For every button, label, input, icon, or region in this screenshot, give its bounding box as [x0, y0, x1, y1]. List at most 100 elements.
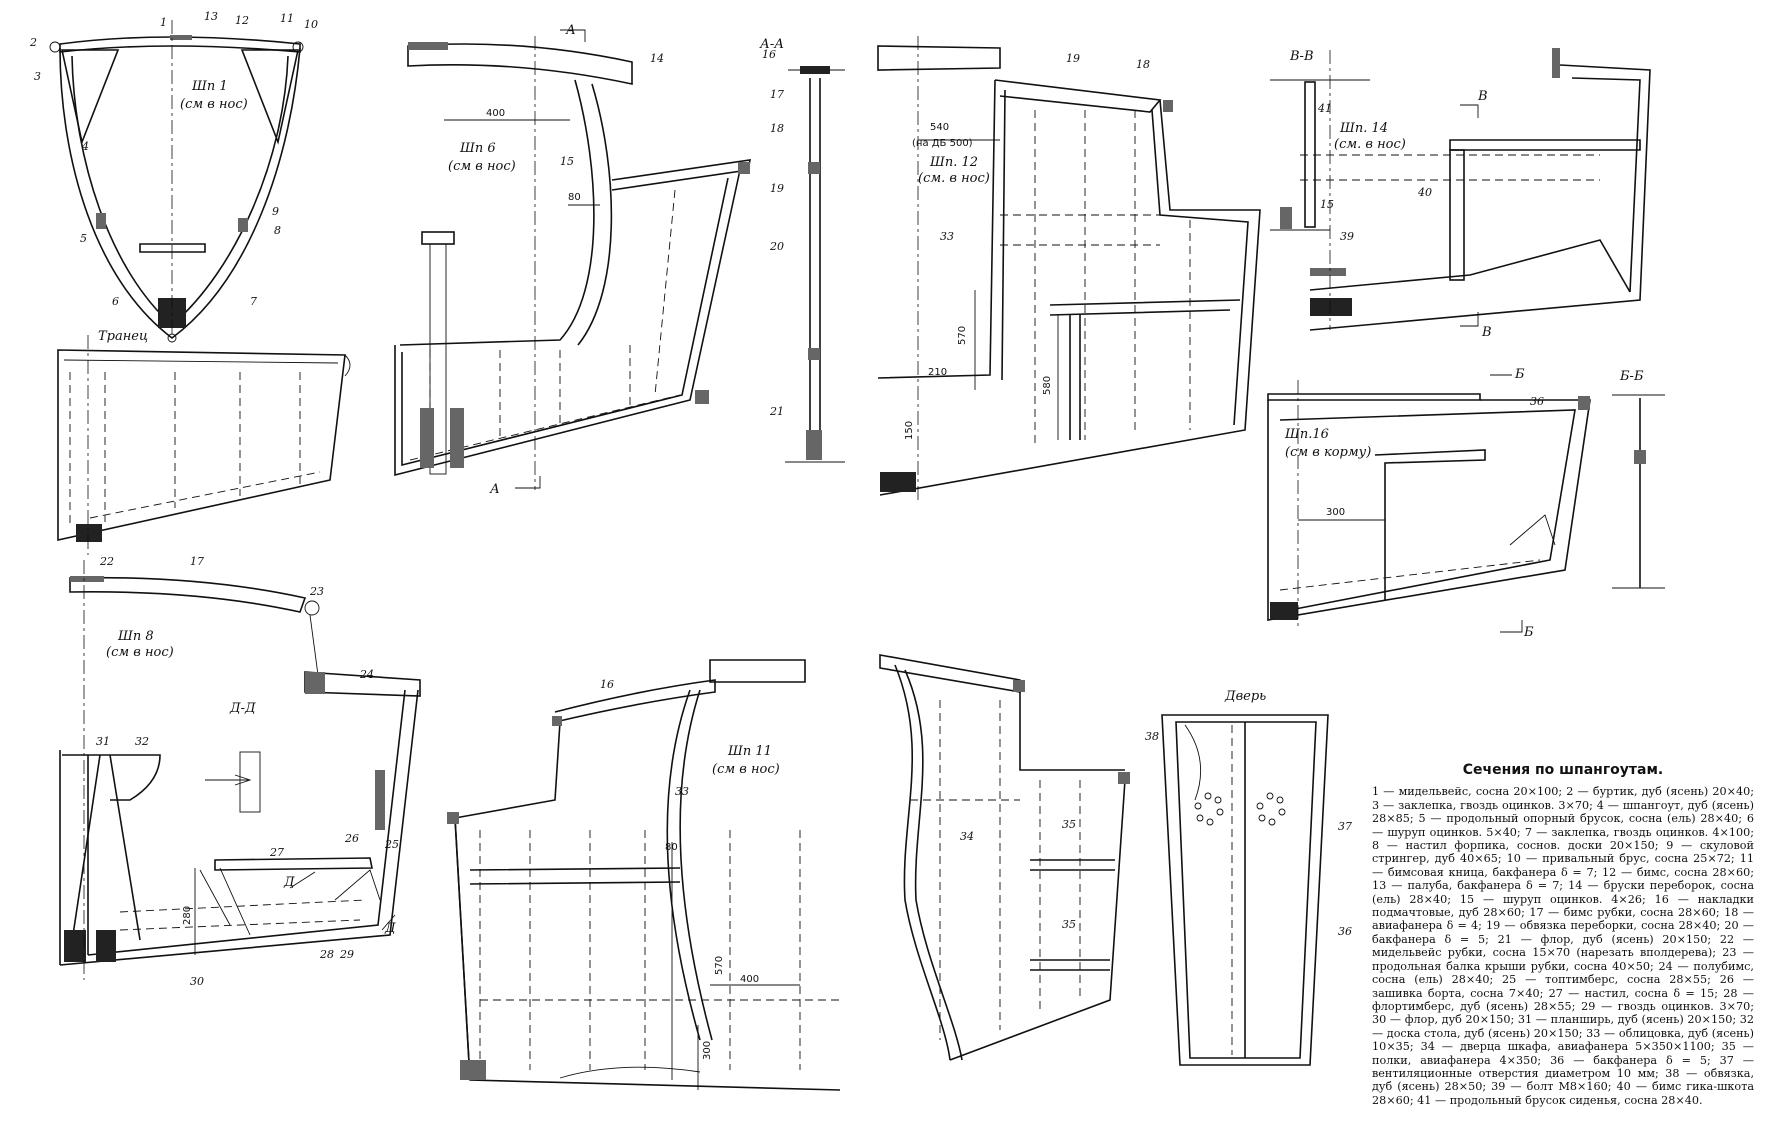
callout-18: 18 [770, 122, 784, 135]
legend-title: Сечения по шпангоутам. [1462, 762, 1664, 778]
frame-12-dim-150: 150 [904, 421, 915, 440]
section-b-b: Б-Б [1612, 369, 1665, 589]
callout-12: 12 [235, 14, 249, 27]
frame-12-section: 540 (на ДБ 500) 570 580 210 150 Шп. 12 (… [877, 36, 1261, 500]
callout-33a: 33 [940, 230, 954, 243]
frame-8-title: Шп 8 [117, 629, 154, 644]
frame-12-dim-580: 580 [1042, 376, 1053, 395]
frame-12-dim-540-note: (на ДБ 500) [912, 138, 973, 149]
frame-6-note: (см в нос) [448, 159, 516, 174]
callout-31: 31 [96, 735, 110, 748]
frame-16-section: 300 Шп.16 (см в корму) Б Б [1267, 367, 1591, 640]
frame-12-title: Шп. 12 [929, 155, 978, 170]
section-d-d-title: Д-Д [229, 701, 256, 716]
frame-16-note: (см в корму) [1285, 445, 1371, 460]
section-v-v: В-В [1270, 49, 1370, 231]
section-b-mark-bottom: Б [1523, 625, 1534, 640]
callout-24: 24 [359, 668, 374, 681]
frame-16-title: Шп.16 [1284, 427, 1329, 442]
callout-21: 21 [769, 405, 784, 418]
section-a-a-title: А-А [759, 37, 784, 52]
frame-1-note: (см в нос) [180, 97, 248, 112]
transom-view: Транец [57, 329, 351, 555]
frame-12-dim-540: 540 [930, 122, 949, 133]
frame-16-dim-300: 300 [1326, 507, 1345, 518]
legend-block: Сечения по шпангоутам. 1 — мидельвейс, с… [1372, 762, 1754, 1107]
callout-40: 40 [1417, 186, 1432, 199]
callout-17: 17 [770, 88, 784, 101]
section-d-mark-top: Д [283, 875, 295, 890]
callout-26: 26 [344, 832, 359, 845]
cabinet-section: 34 35 35 [879, 654, 1130, 1061]
section-d-mark-bottom: Д [384, 921, 396, 936]
callout-10: 10 [304, 18, 318, 31]
callout-36a: 36 [1530, 395, 1544, 408]
frame-11-section: 80 570 400 300 Шп 11 (см в нос) [447, 659, 841, 1091]
frame-1-section: Шп 1 (см в нос) [49, 20, 304, 343]
frame-11-dim-300: 300 [702, 1041, 713, 1060]
callout-9: 9 [272, 205, 279, 218]
callout-28: 28 [319, 948, 334, 961]
section-v-mark-top: В [1477, 89, 1488, 104]
callout-19b: 19 [1066, 52, 1080, 65]
frame-11-dim-400: 400 [740, 974, 759, 985]
callout-14: 14 [650, 52, 664, 65]
callout-36b: 36 [1338, 925, 1352, 938]
section-v-v-title: В-В [1289, 49, 1314, 64]
callout-17: 17 [190, 555, 204, 568]
frame-12-dim-570: 570 [957, 326, 968, 345]
callout-labels: 1 2 3 4 5 6 7 8 9 10 11 12 13 14 15 16 1… [29, 10, 1544, 988]
frame-11-title: Шп 11 [727, 744, 772, 759]
frame-1-title: Шп 1 [191, 79, 228, 94]
callout-13: 13 [204, 10, 218, 23]
door-view: Дверь 38 37 36 [1145, 689, 1352, 1066]
callout-22: 22 [99, 555, 114, 568]
callout-15: 15 [560, 155, 574, 168]
callout-32: 32 [135, 735, 149, 748]
callout-19: 19 [770, 182, 784, 195]
callout-39: 39 [1340, 230, 1354, 243]
frame-14-note: (см. в нос) [1334, 137, 1406, 152]
section-b-mark-top: Б [1514, 367, 1525, 382]
legend-text: 1 — мидельвейс, сосна 20×100; 2 — буртик… [1372, 785, 1754, 1107]
callout-41: 41 [1317, 102, 1332, 115]
callout-35b: 35 [1062, 918, 1076, 931]
door-title: Дверь [1224, 689, 1266, 704]
frame-11-dim-80: 80 [665, 842, 678, 853]
frame-6-dim-400: 400 [486, 108, 505, 119]
callout-1: 1 [160, 16, 167, 29]
callout-18b: 18 [1136, 58, 1150, 71]
frame-11-note: (см в нос) [712, 762, 780, 777]
callout-34: 34 [960, 830, 974, 843]
callout-4: 4 [81, 140, 89, 153]
callout-8: 8 [274, 224, 281, 237]
callout-3: 3 [34, 70, 41, 83]
callout-20: 20 [769, 240, 784, 253]
section-a-mark-bottom: А [489, 482, 500, 497]
callout-16: 16 [762, 48, 776, 61]
frame-8-section: 280 Шп 8 (см в нос) Д-Д Д Д [59, 560, 421, 980]
section-b-b-title: Б-Б [1619, 369, 1644, 384]
frame-11-dim-570: 570 [714, 956, 725, 975]
callout-6: 6 [112, 295, 119, 308]
callout-23: 23 [309, 585, 324, 598]
section-v-mark-bottom: В [1481, 325, 1492, 340]
frame-8-dim-280: 280 [182, 906, 193, 925]
frame-14-section: В В Шп. 14 (см. в нос) [1300, 48, 1651, 340]
section-a-a: А-А [759, 37, 845, 463]
callout-38: 38 [1145, 730, 1159, 743]
callout-11: 11 [280, 12, 294, 25]
callout-2: 2 [29, 36, 37, 49]
frame-8-note: (см в нос) [106, 645, 174, 660]
frame-6-dim-80: 80 [568, 192, 581, 203]
frame-12-dim-210: 210 [928, 367, 947, 378]
callout-16b: 16 [600, 678, 614, 691]
callout-33b: 33 [675, 785, 689, 798]
callout-35a: 35 [1062, 818, 1076, 831]
callout-29: 29 [339, 948, 354, 961]
callout-5: 5 [80, 232, 87, 245]
callout-30: 30 [190, 975, 204, 988]
frame-6-title: Шп 6 [459, 141, 496, 156]
section-a-mark-top: А [565, 23, 576, 38]
